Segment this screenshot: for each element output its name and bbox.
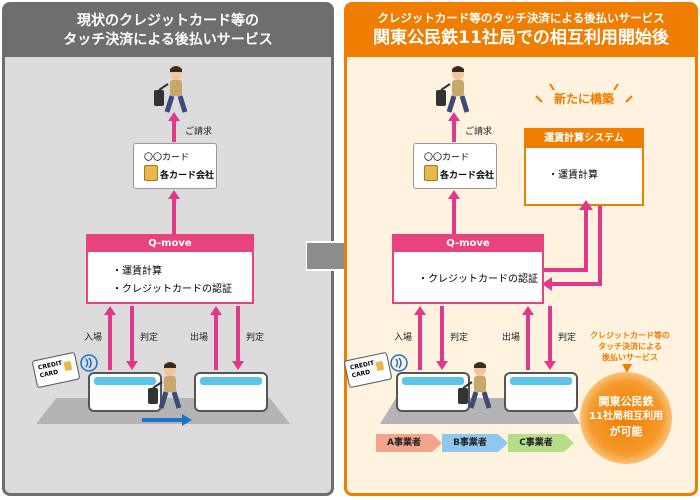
exit-label: 出場 [190,333,209,343]
billing-arrow-icon [168,112,180,142]
exit-gate-right [504,372,578,412]
contactless-icon-right [390,354,408,372]
card-company-label-right: 各カード会社 [440,171,495,181]
fare-calc-system-item: ・運賃計算 [548,170,598,181]
service-note-line3: 後払いサービス [602,353,658,362]
judge-label-entry: 判定 [140,333,159,343]
judge-label-exit-right: 判定 [558,333,577,343]
current-service-header: 現状のクレジットカード等の タッチ決済による後払いサービス [5,5,331,57]
mutual-title-line2: 関東公民鉄11社局での相互利用開始後 [373,28,669,48]
mutual-use-line1: 関東公民鉄 [598,395,654,408]
operator-b-arrow: B事業者 [442,434,508,452]
request-label-right: ご請求 [465,127,493,137]
burst-lines-icon [535,83,633,103]
exit-gate [194,372,268,412]
credit-card-text: CREDIT CARD [37,359,63,380]
qmove-card-auth: ・クレジットカードの認証 [112,284,232,295]
qmove-title: Q-move [88,236,252,252]
operator-c-arrow: C事業者 [508,434,574,452]
card-brand-label-right: 〇〇カード [424,153,470,163]
service-note-line2: タッチ決済による [598,342,662,351]
card-brand-label: 〇〇カード [144,153,190,163]
passenger-icon-right [458,362,492,409]
qmove-title-right: Q-move [394,236,542,252]
card-company-box: 〇〇カード 各カード会社 [133,143,217,189]
entry-judge-arrows-icon [104,306,138,370]
qmove-fare-calc: ・運賃計算 [112,266,162,277]
billing-arrow-icon-right [448,112,460,142]
exit-judge-arrows-icon-right [522,306,556,370]
exit-label-right: 出場 [502,333,521,343]
card-chip-icon-right [424,165,438,181]
traveler-icon [154,66,188,113]
fare-calc-system-box: 運賃計算システム ・運賃計算 [524,128,644,206]
qmove-box-right: Q-move ・クレジットカードの認証 [392,234,544,304]
judge-label-entry-right: 判定 [450,333,469,343]
service-note-line1: クレジットカード等の [590,331,670,340]
operator-a-arrow: A事業者 [376,434,442,452]
qmove-box: Q-move ・運賃計算 ・クレジットカードの認証 [86,234,254,304]
entry-label: 入場 [84,333,103,343]
request-label: ご請求 [185,127,213,137]
card-chip-icon [144,165,158,181]
entry-judge-arrows-icon-right [414,306,448,370]
note-pointer-icon [622,364,632,373]
service-note: クレジットカード等の タッチ決済による 後払いサービス [582,330,678,363]
credit-card-text-right: CREDIT CARD [349,359,375,380]
contactless-icon [80,354,98,372]
new-build-label: 新たに構築 [553,92,614,106]
card-company-box-right: 〇〇カード 各カード会社 [413,143,497,189]
mutual-use-header: クレジットカード等のタッチ決済による後払いサービス 関東公民鉄11社局での相互利… [347,5,695,57]
charge-arrow-icon [168,190,180,234]
mutual-use-line3: が可能 [609,425,643,438]
direction-arrow-icon [142,414,192,426]
mutual-use-circle: 関東公民鉄 11社局相互利用 が可能 [580,372,672,464]
traveler-icon-right [436,66,470,113]
charge-arrow-icon-right [448,190,460,234]
mutual-title-line1: クレジットカード等のタッチ決済による後払いサービス [377,11,665,25]
fare-calc-system-title: 運賃計算システム [526,130,642,148]
current-title-line1: 現状のクレジットカード等の [77,13,259,29]
judge-label-exit: 判定 [246,333,265,343]
system-link-arrows-icon [542,200,602,291]
current-title-line2: タッチ決済による後払いサービス [63,32,273,48]
entry-gate-right [396,372,470,412]
card-company-label: 各カード会社 [160,171,215,181]
entry-label-right: 入場 [394,333,413,343]
qmove-card-auth-right: ・クレジットカードの認証 [418,274,538,285]
passenger-icon [148,362,182,409]
exit-judge-arrows-icon [210,306,244,370]
mutual-use-line2: 11社局相互利用 [589,411,663,422]
